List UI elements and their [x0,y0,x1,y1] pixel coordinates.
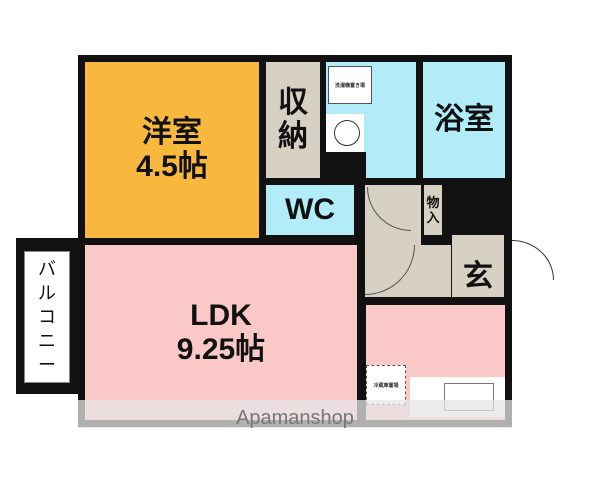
balcony: バ ル コ ニ ー [24,251,70,383]
washing-machine-label: 洗濯機置き場 [334,82,365,89]
room-western-label: 洋室 4.5帖 [136,116,208,183]
balcony-label: バ ル コ ニ ー [38,259,56,375]
room-closet: 物 入 [424,185,442,235]
hallway-lower [365,245,451,297]
watermark-text: Apamanshop [236,407,354,429]
door-swing-icon [367,187,411,231]
sink-basin-icon [334,120,360,146]
sink [326,114,364,152]
room-entrance-label: 玄 [463,260,493,293]
room-ldk-label: LDK 9.25帖 [176,298,266,366]
fridge-label: 冷蔵庫置場 [373,382,399,389]
fridge-space: 冷蔵庫置場 [366,365,406,405]
room-wc-label: WC [285,193,335,226]
room-wc: WC [266,185,354,235]
room-western: 洋室 4.5帖 [85,62,259,238]
room-entrance: 玄 [452,235,504,297]
room-closet-label: 物 入 [426,195,440,225]
room-bath-label: 浴室 [434,103,494,136]
room-bath: 浴室 [423,62,505,178]
room-storage: 収 納 [266,62,320,178]
room-storage-label: 収 納 [278,86,308,153]
washing-machine-space: 洗濯機置き場 [328,66,372,104]
room-ldk: LDK 9.25帖 [85,245,357,420]
door-swing-icon [365,245,415,295]
entrance-door-icon [512,240,554,280]
wall-block [326,152,366,178]
room-washroom: 洗濯機置き場 [326,62,416,178]
watermark-band: Apamanshop [78,400,512,429]
